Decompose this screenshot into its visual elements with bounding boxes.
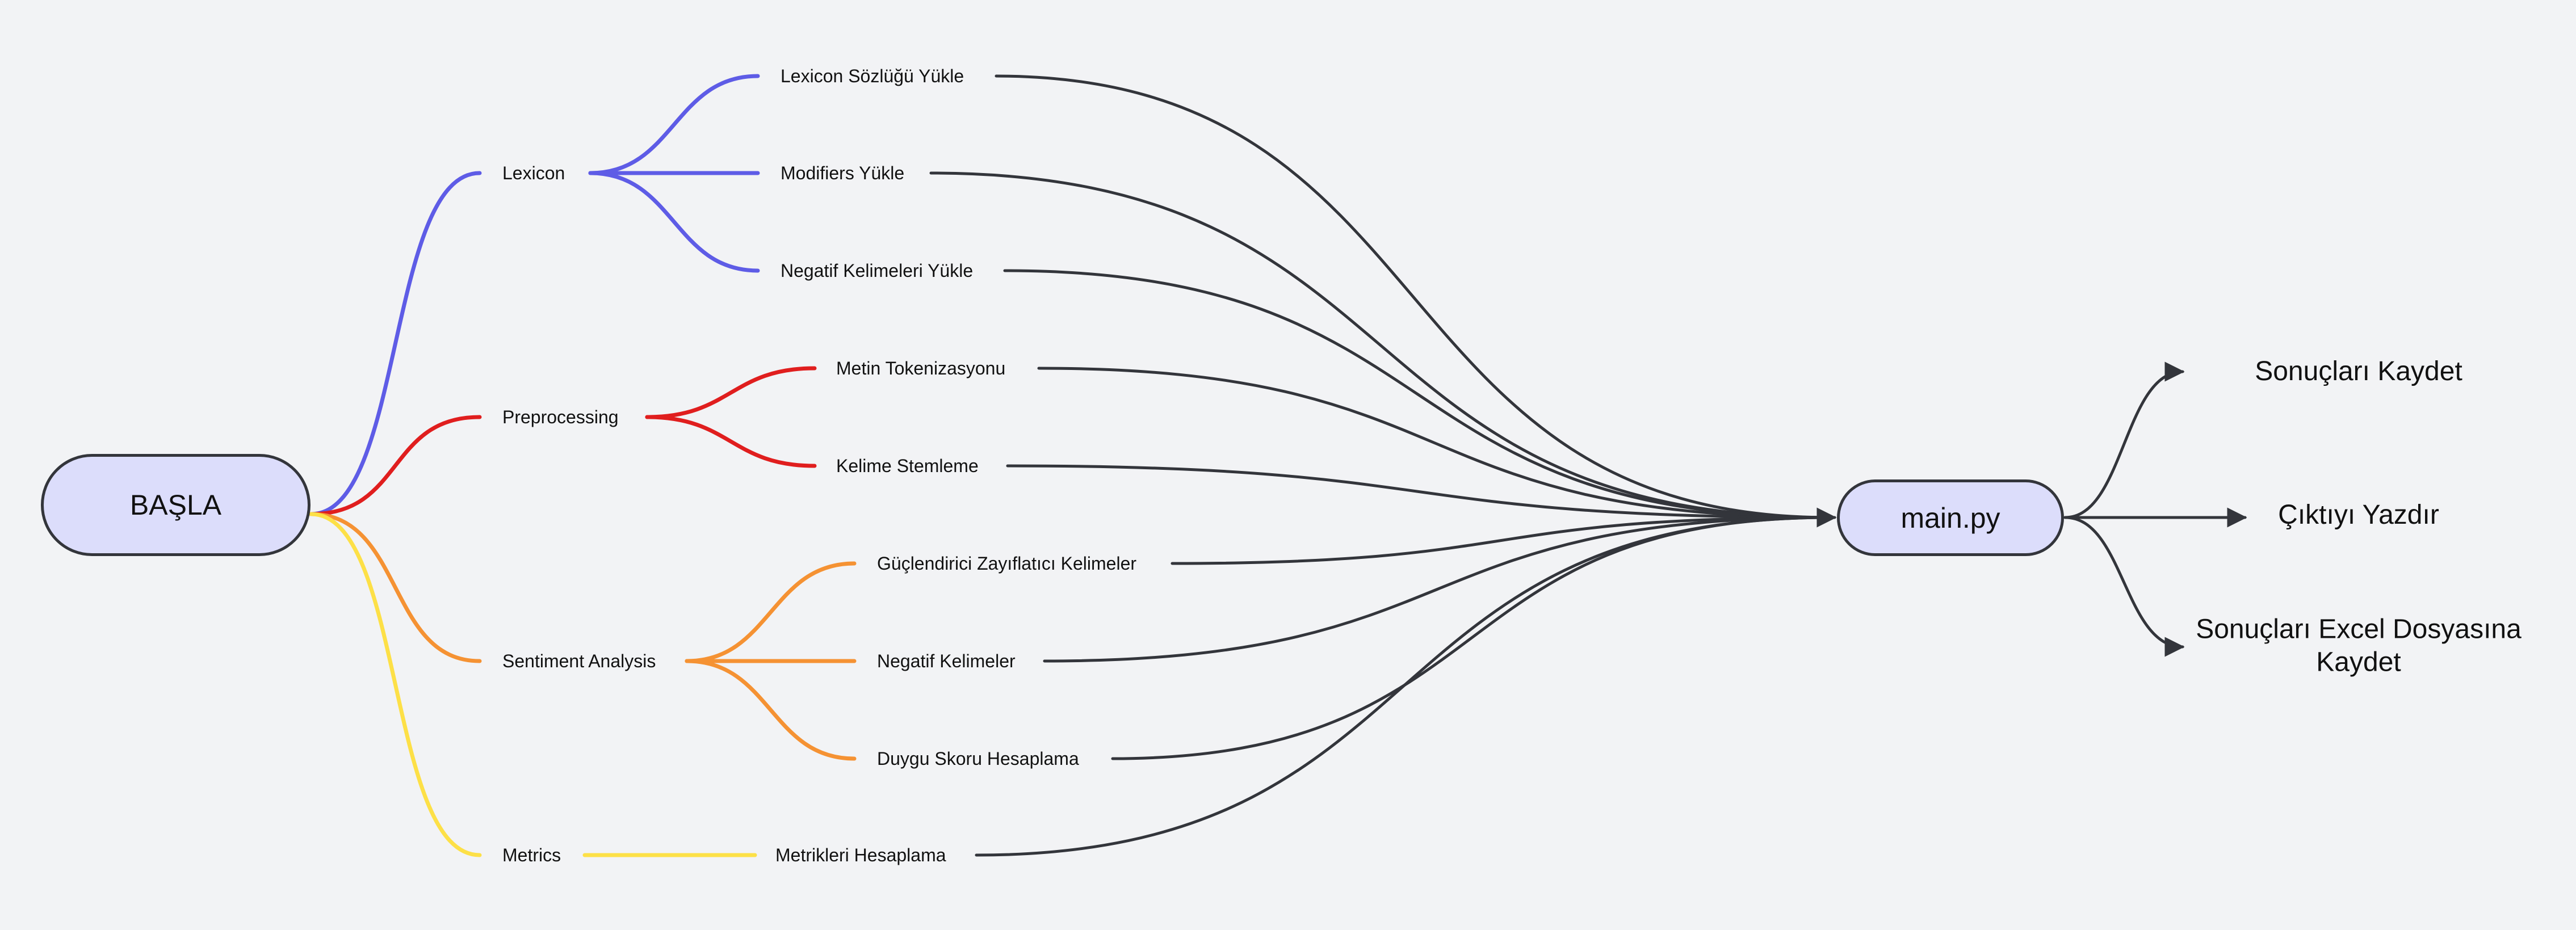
leaf-duygu-skoru-hesaplama[interactable]: Duygu Skoru Hesaplama xyxy=(877,748,1079,769)
leaf-modifiers-yukle[interactable]: Modifiers Yükle xyxy=(781,163,905,183)
connector-main-to-output-2 xyxy=(2063,516,2185,657)
branch-root-to-3 xyxy=(309,512,482,857)
category-lexicon[interactable]: Lexicon xyxy=(502,163,565,183)
connector-leaf-to-main-0-0 xyxy=(995,74,1832,519)
leaf-metin-tokenizasyonu[interactable]: Metin Tokenizasyonu xyxy=(836,358,1006,378)
start-node-label: BAŞLA xyxy=(129,489,222,521)
connector-leaf-to-main-2-0 xyxy=(1170,516,1832,565)
output-ciktiyi-yazdir[interactable]: Çıktıyı Yazdır xyxy=(2278,500,2439,530)
branch-root-to-0 xyxy=(309,171,482,516)
branch-root-to-2 xyxy=(309,512,482,663)
category-metrics[interactable]: Metrics xyxy=(502,845,561,865)
output-sonuclari-kaydet[interactable]: Sonuçları Kaydet xyxy=(2255,356,2462,386)
connector-leaf-to-main-2-1 xyxy=(1043,516,1832,663)
leaf-metrikleri-hesaplama[interactable]: Metrikleri Hesaplama xyxy=(775,845,946,865)
leaf-kelime-stemleme[interactable]: Kelime Stemleme xyxy=(836,456,979,476)
category-sentiment-analysis[interactable]: Sentiment Analysis xyxy=(502,651,656,671)
leaf-negatif-kelimeleri-yukle[interactable]: Negatif Kelimeleri Yükle xyxy=(781,260,974,281)
connector-leaf-to-main-1-0 xyxy=(1037,367,1832,519)
start-node[interactable]: BAŞLA xyxy=(41,454,311,556)
main-node-label: main.py xyxy=(1900,502,2000,534)
branch-cat1-leaf0 xyxy=(645,366,817,419)
category-preprocessing[interactable]: Preprocessing xyxy=(502,407,619,427)
branch-root-to-1 xyxy=(309,415,482,516)
connector-leaf-to-main-2-2 xyxy=(1111,516,1832,760)
connector-main-to-output-0 xyxy=(2063,361,2185,519)
connector-leaf-to-main-3-0 xyxy=(975,516,1832,857)
branch-cat2-leaf2 xyxy=(685,659,857,761)
connector-leaf-to-main-0-2 xyxy=(1003,269,1832,519)
leaf-negatif-kelimeler[interactable]: Negatif Kelimeler xyxy=(877,651,1016,671)
leaf-guclendirici-zayiflatici[interactable]: Güçlendirici Zayıflatıcı Kelimeler xyxy=(877,553,1137,574)
leaf-lexicon-sozlugu-yukle[interactable]: Lexicon Sözlüğü Yükle xyxy=(781,66,964,86)
branch-cat0-leaf2 xyxy=(588,171,760,273)
connector-leaf-to-main-0-1 xyxy=(929,171,1832,519)
branch-cat2-leaf0 xyxy=(685,561,857,663)
output-excel-kaydet[interactable]: Sonuçları Excel Dosyasına Kaydet xyxy=(2196,614,2522,677)
branch-cat0-leaf0 xyxy=(588,74,760,175)
branch-cat1-leaf1 xyxy=(645,415,817,468)
main-node[interactable]: main.py xyxy=(1837,479,2064,556)
connector-leaf-to-main-1-1 xyxy=(1006,464,1832,519)
